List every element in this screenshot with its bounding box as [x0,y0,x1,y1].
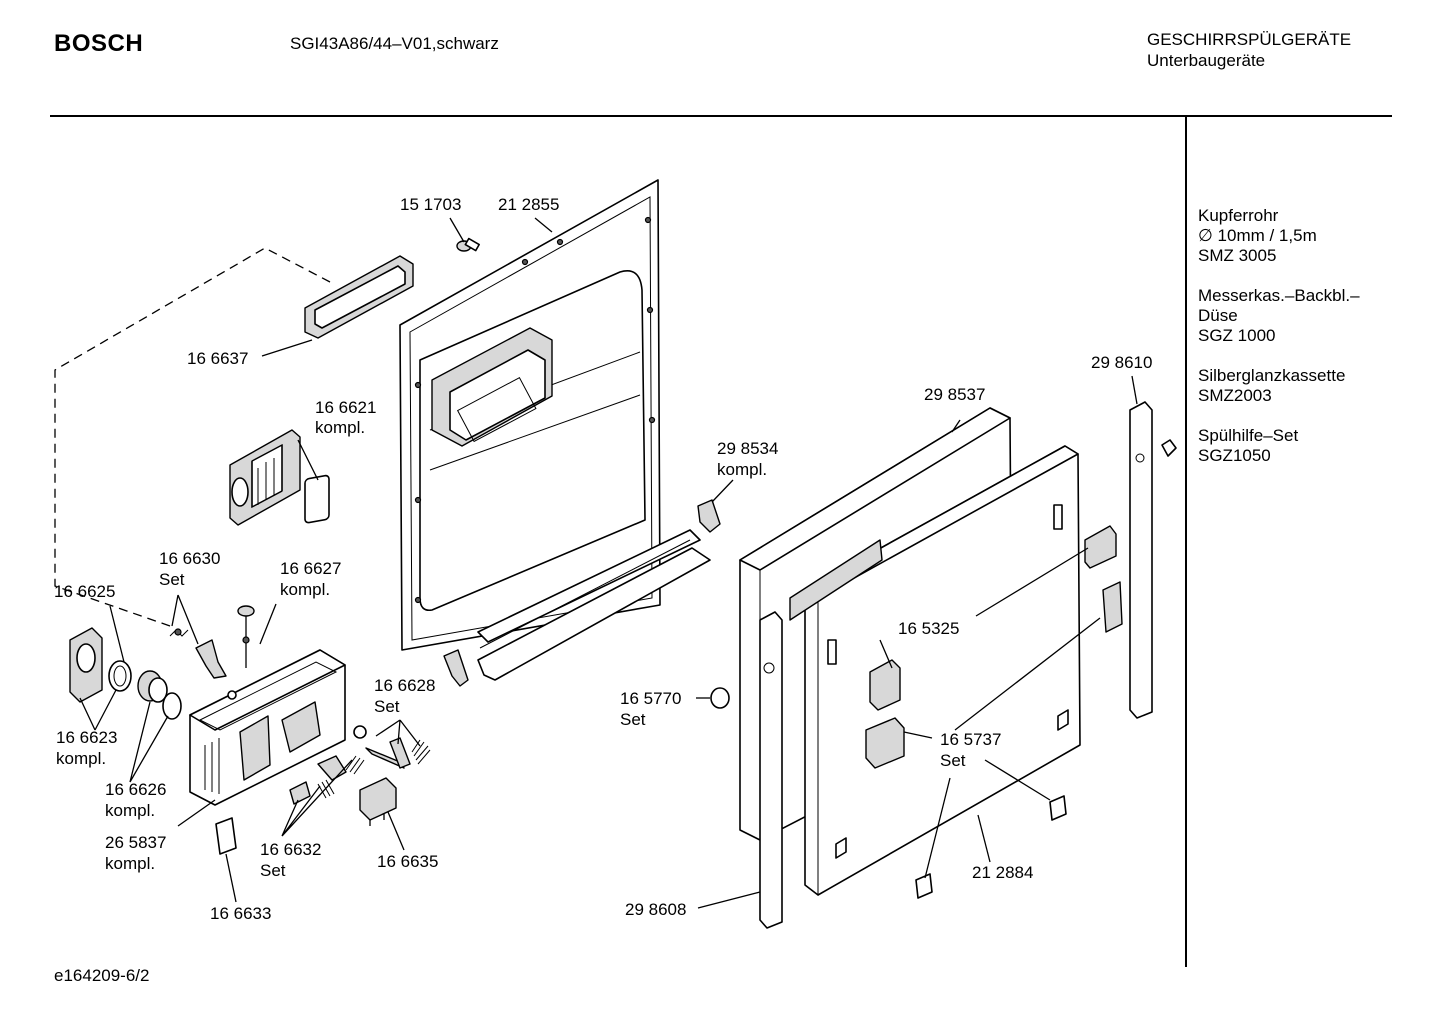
pin-166628 [365,737,411,769]
part-number-label: 16 5325 [898,619,959,638]
part-number-label: 16 6627 [280,559,341,578]
part-qualifier-label: Set [940,751,966,770]
part-qualifier-label: Set [159,570,185,589]
sidebar-divider [1185,117,1187,967]
accessory-line: SGZ1050 [1198,446,1271,465]
seal-frame-166637 [304,255,414,339]
accessories-list: Kupferrohr ∅ 10mm / 1,5m SMZ 3005 Messer… [1198,206,1388,486]
part-number-label: 16 6633 [210,904,271,923]
part-labels: 15 1703 21 2855 16 6637 16 6621 kompl. 2… [54,195,1152,923]
accessory-item: Spülhilfe–Set SGZ1050 [1198,426,1388,466]
part-number-label: 15 1703 [400,195,461,214]
dispenser-housing-265837 [189,649,346,806]
accessory-item: Silberglanzkassette SMZ2003 [1198,366,1388,406]
header-divider [50,115,1392,117]
assembly-dashed-line [54,247,331,627]
part-qualifier-label: Set [374,697,400,716]
part-qualifier-label: Set [260,861,286,880]
inner-door-panel [399,179,661,651]
part-qualifier-label: kompl. [56,749,106,768]
accessory-line: Kupferrohr [1198,206,1279,225]
spring-166628 [411,739,431,765]
part-number-label: 21 2855 [498,195,559,214]
ring-166623 [108,660,132,692]
accessory-line: SMZ2003 [1198,386,1272,405]
seal-ring-166626 [162,692,182,720]
part-number-label: 16 6637 [187,349,248,368]
accessory-line: ∅ 10mm / 1,5m [1198,226,1317,245]
part-number-label: 29 8610 [1091,353,1152,372]
slider-166632 [289,755,365,805]
side-trim-298610 [1129,401,1177,719]
part-number-label: 16 5770 [620,689,681,708]
part-qualifier-label: kompl. [717,460,767,479]
part-number-label: 16 6635 [377,852,438,871]
part-number-label: 16 6625 [54,582,115,601]
accessory-item: Kupferrohr ∅ 10mm / 1,5m SMZ 3005 [1198,206,1388,266]
spring-166630 [169,628,189,637]
part-number-label: 16 6623 [56,728,117,747]
dispenser-front-166625 [69,627,103,703]
model-number: SGI43A86/44–V01,schwarz [290,34,499,53]
part-number-label: 16 6630 [159,549,220,568]
accessory-line: Silberglanzkassette [1198,366,1346,385]
category-title: GESCHIRRSPÜLGERÄTE [1147,30,1352,49]
label-sticker-166621 [304,474,330,524]
part-qualifier-label: kompl. [315,418,365,437]
drawing-code: e164209-6/2 [54,966,150,985]
leader-lines [79,217,1138,909]
side-trim-298608 [759,611,783,929]
brand-logo: BOSCH [54,30,144,57]
part-number-label: 16 5737 [940,730,1001,749]
part-qualifier-label: kompl. [280,580,330,599]
accessory-line: Messerkas.–Backbl.– [1198,286,1360,305]
part-qualifier-label: kompl. [105,854,155,873]
part-number-label: 29 8608 [625,900,686,919]
part-number-label: 21 2884 [972,863,1033,882]
category-subtitle: Unterbaugeräte [1147,51,1266,70]
exploded-parts-diagram: 15 1703 21 2855 16 6637 16 6621 kompl. 2… [54,179,1177,929]
cap-165770 [710,687,730,709]
dispenser-cover-166621 [229,429,301,526]
part-number-label: 26 5837 [105,833,166,852]
accessory-line: SMZ 3005 [1198,246,1277,265]
float-166627 [237,605,255,668]
accessory-line: Düse [1198,306,1238,325]
accessory-line: Spülhilfe–Set [1198,426,1299,445]
part-number-label: 29 8537 [924,385,985,404]
accessory-line: SGZ 1000 [1198,326,1276,345]
ring-166628 [353,725,367,739]
part-number-label: 16 6632 [260,840,321,859]
part-qualifier-label: Set [620,710,646,729]
part-number-label: 16 6626 [105,780,166,799]
part-number-label: 29 8534 [717,439,778,458]
cap-166626 [137,670,168,703]
part-qualifier-label: kompl. [105,801,155,820]
accessory-item: Messerkas.–Backbl.– Düse SGZ 1000 [1198,286,1388,346]
part-number-label: 16 6621 [315,398,376,417]
switch-166635 [359,777,397,826]
lever-166630 [195,639,227,679]
part-number-label: 16 6628 [374,676,435,695]
hinge-165325 [869,525,1117,711]
door-seal-298534 [443,499,721,687]
bracket-165737 [865,581,1123,899]
door-panel-212884 [789,445,1081,896]
clip-166633 [215,817,237,855]
screw-151703 [456,237,480,252]
